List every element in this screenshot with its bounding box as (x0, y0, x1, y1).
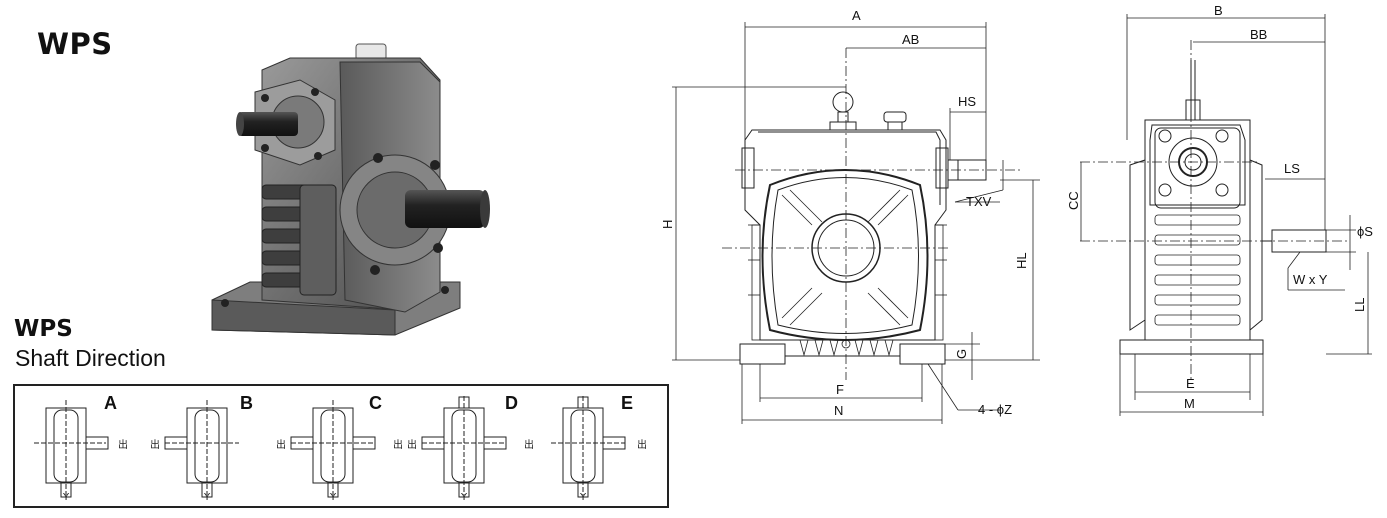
output-mark: 出 (276, 438, 286, 451)
dim-f: F (836, 382, 844, 397)
dim-z: 4 - ϕZ (978, 402, 1012, 417)
shaft-option-label: B (240, 393, 253, 413)
dim-txv: TXV (966, 194, 992, 209)
output-mark: 出 (393, 438, 403, 451)
shaft-option-c (290, 400, 376, 498)
input-mark: Y (579, 492, 587, 503)
dim-wy: W x Y (1293, 272, 1328, 287)
page-title: WPS (37, 27, 113, 61)
input-mark: Y (62, 492, 70, 503)
dim-bb: BB (1250, 27, 1267, 42)
shaft-option-b (164, 400, 239, 498)
shaft-option-label: D (505, 393, 518, 413)
shaft-option-label: A (104, 393, 117, 413)
input-mark: Y (329, 492, 337, 503)
dim-cc: CC (1066, 191, 1081, 210)
shaft-option-label: E (621, 393, 634, 413)
shaft-direction-box (13, 384, 669, 508)
dim-n: N (834, 403, 843, 418)
dim-hl: HL (1014, 252, 1029, 269)
output-mark: 出 (407, 438, 417, 451)
dim-ab: AB (902, 32, 919, 47)
input-mark: Y (460, 492, 468, 503)
shaft-option-e (551, 396, 626, 498)
dim-a: A (852, 8, 861, 23)
dim-h: H (660, 220, 675, 229)
dim-ll: LL (1352, 298, 1367, 312)
dim-ls: LS (1284, 161, 1300, 176)
output-mark: 出 (637, 438, 647, 451)
output-mark: 出 (150, 438, 160, 451)
dim-s: ϕS (1357, 224, 1373, 239)
shaft-direction-caption: Shaft Direction (15, 345, 166, 371)
shaft-option-d (421, 396, 507, 498)
dim-hs: HS (958, 94, 976, 109)
shaft-direction-title: WPS (14, 316, 73, 342)
input-mark: Y (203, 492, 211, 503)
dim-b: B (1214, 3, 1223, 18)
shaft-option-label: C (369, 393, 382, 413)
dim-m: M (1184, 396, 1195, 411)
dim-g: G (954, 349, 969, 359)
dim-e: E (1186, 376, 1195, 391)
shaft-option-a (34, 400, 109, 498)
output-mark: 出 (118, 438, 128, 451)
output-mark: 出 (524, 438, 534, 451)
